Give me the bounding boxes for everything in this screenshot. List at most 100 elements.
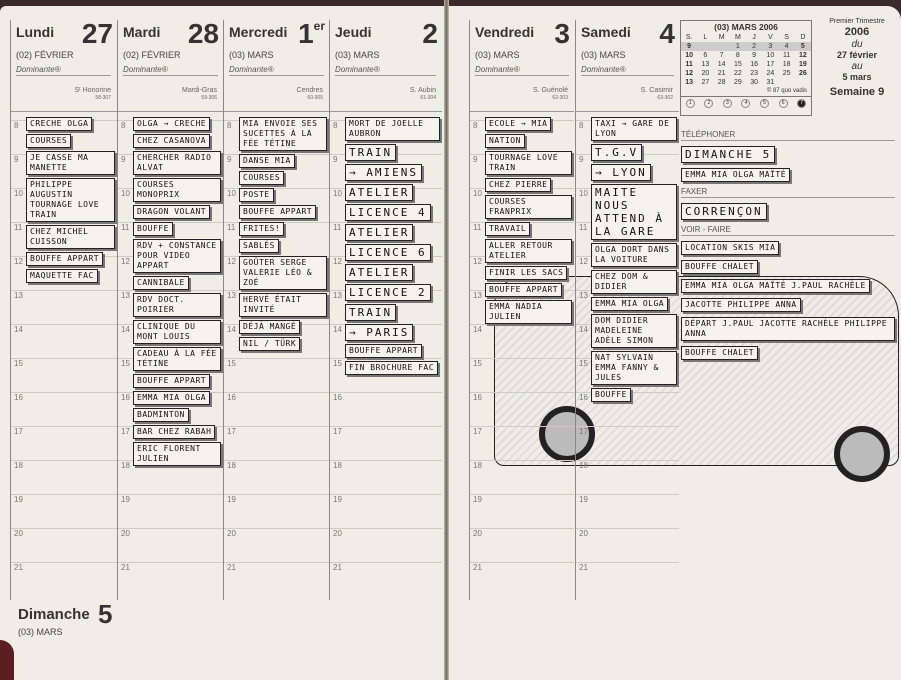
calendar-day[interactable]: 22 — [733, 70, 742, 77]
dominante-field[interactable]: Dominante® — [581, 65, 674, 76]
calendar-day[interactable]: 21 — [717, 70, 726, 77]
calendar-day[interactable]: 9 — [752, 52, 757, 59]
hour-label: 19 — [579, 495, 588, 504]
dominante-field[interactable]: Dominante® — [475, 65, 569, 76]
hour-label: 19 — [333, 495, 342, 504]
calendar-day[interactable]: 10 — [766, 52, 775, 59]
hour-line — [224, 188, 329, 189]
calendar-day[interactable]: 19 — [798, 61, 807, 68]
hour-label: 17 — [121, 427, 130, 436]
hour-label: 15 — [14, 359, 23, 368]
calendar-day[interactable]: 12 — [798, 52, 807, 59]
calendar-day[interactable]: 8 — [735, 52, 740, 59]
handwritten-note: POSTE — [239, 188, 274, 202]
calendar-day[interactable]: 13 — [701, 61, 710, 68]
calendar-day[interactable]: 24 — [766, 70, 775, 77]
weekday-circle[interactable]: 2 — [704, 99, 714, 108]
calendar-day[interactable]: 31 — [766, 79, 775, 86]
hour-label: 17 — [333, 427, 342, 436]
weekday-circle[interactable]: 4 — [741, 99, 751, 108]
weekday-circle[interactable]: 7 — [797, 99, 807, 108]
calendar-day[interactable]: 26 — [798, 70, 807, 77]
calendar-day[interactable] — [697, 42, 713, 51]
dominante-field[interactable]: Dominante® — [16, 65, 112, 76]
hour-label: 16 — [227, 393, 236, 402]
hour-label: 13 — [579, 291, 588, 300]
weekday-circle[interactable]: 3 — [722, 99, 732, 108]
calendar-day[interactable]: 20 — [701, 70, 710, 77]
hour-label: 10 — [121, 189, 130, 198]
weekday-circle[interactable]: 6 — [778, 99, 788, 108]
sunday-entry: Dimanche(03) MARS — [18, 606, 90, 638]
calendar-day[interactable]: 29 — [733, 79, 742, 86]
calendar-day[interactable]: 30 — [750, 79, 759, 86]
dominante-field[interactable]: Dominante® — [229, 65, 324, 76]
calendar-weekday: D — [800, 34, 806, 41]
hour-label: 9 — [227, 155, 232, 164]
hour-line — [11, 528, 117, 529]
calendar-day[interactable]: 1 — [735, 43, 740, 50]
calendar-day[interactable]: 7 — [719, 52, 724, 59]
dominante-field[interactable]: Dominante® — [123, 65, 218, 76]
calendar-day[interactable]: 14 — [717, 61, 726, 68]
hour-label: 18 — [473, 461, 482, 470]
hour-label: 14 — [579, 325, 588, 334]
handwritten-note: EMMA MIA OLGA — [133, 391, 211, 405]
calendar-day[interactable]: 6 — [703, 52, 708, 59]
hour-label: 20 — [333, 529, 342, 538]
calendar-day[interactable]: 25 — [782, 70, 791, 77]
calendar-day[interactable]: 11 — [782, 52, 791, 59]
calendar-day[interactable]: 15 — [733, 61, 742, 68]
hour-label: 15 — [579, 359, 588, 368]
calendar-day[interactable]: 23 — [750, 70, 759, 77]
calendar-day[interactable] — [779, 78, 795, 87]
handwritten-note: BOUFFE — [133, 222, 173, 236]
hour-label: 20 — [473, 529, 482, 538]
hour-label: 20 — [121, 529, 130, 538]
hour-label: 19 — [121, 495, 130, 504]
day-number-value: 28 — [187, 18, 219, 49]
calendar-day[interactable]: 17 — [766, 61, 775, 68]
calendar-day[interactable] — [795, 78, 811, 87]
trimester-end: 5 mars — [842, 72, 872, 83]
weekday-circle[interactable]: 5 — [760, 99, 770, 108]
saint-name: S. Guénolé — [532, 87, 568, 94]
handwritten-note: LICENCE 4 — [345, 204, 431, 221]
sunday-number: 5 — [98, 599, 113, 629]
handwritten-note: BOUFFE CHALET — [681, 260, 759, 274]
calendar-day[interactable]: 16 — [750, 61, 759, 68]
hour-label: 10 — [473, 189, 482, 198]
car-wheel-drawing — [539, 406, 595, 462]
hour-label: 12 — [333, 257, 342, 266]
calendar-day[interactable]: 2 — [752, 43, 757, 50]
calendar-day[interactable] — [714, 42, 730, 51]
calendar-day[interactable]: 27 — [701, 79, 710, 86]
calendar-day[interactable]: 3 — [768, 43, 773, 50]
saint-name: Sᵗ Honorine — [74, 87, 111, 94]
calendar-day[interactable]: 4 — [784, 43, 789, 50]
weekday-circle[interactable]: 1 — [685, 99, 695, 108]
dominante-field[interactable]: Dominante® — [335, 65, 436, 76]
hour-line — [470, 562, 574, 563]
calendar-day[interactable]: 18 — [782, 61, 791, 68]
calendar-day[interactable]: 5 — [800, 43, 805, 50]
handwritten-note: ECOLE → MIA — [485, 117, 552, 131]
calendar-day[interactable]: 28 — [717, 79, 726, 86]
handwritten-note: RDV DOCT. POIRIER — [133, 293, 221, 317]
handwritten-note: JE CASSE MA MANETTE — [26, 151, 115, 175]
day-number-value: 1 — [298, 18, 314, 49]
